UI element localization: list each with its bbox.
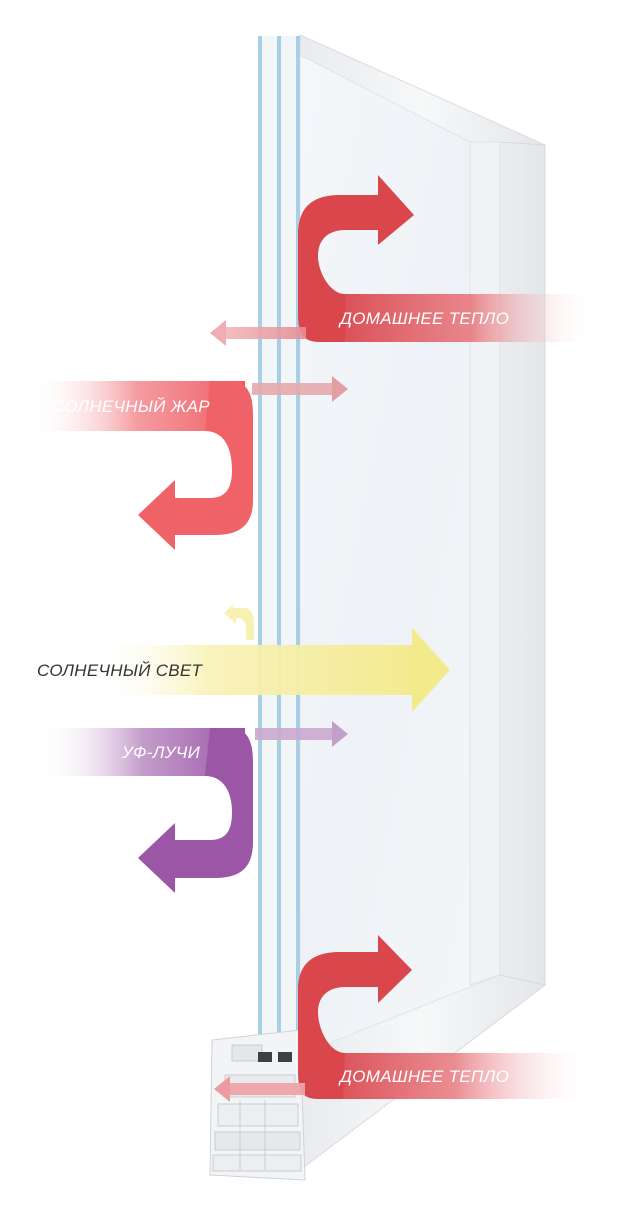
home-heat-bottom-arrow <box>298 935 593 1099</box>
sunlight-arrow <box>90 602 450 712</box>
uv-rays-label: УФ-ЛУЧИ <box>122 743 201 762</box>
solar-heat-label: СОЛНЕЧНЫЙ ЖАР <box>52 397 210 416</box>
home-heat-top-arrow <box>298 175 595 342</box>
solar-heat-arrow <box>30 381 253 550</box>
home-heat-bottom-label: ДОМАШНЕЕ ТЕПЛО <box>340 1067 510 1086</box>
reflected-heat-top-arrow <box>210 320 306 346</box>
home-heat-top-label: ДОМАШНЕЕ ТЕПЛО <box>340 309 510 328</box>
reflected-heat-bottom-arrow <box>214 1076 305 1102</box>
transmitted-heat-arrow <box>252 376 348 402</box>
pvc-profile-section <box>209 1029 306 1181</box>
sunlight-label: СОЛНЕЧНЫЙ СВЕТ <box>37 661 203 680</box>
uv-rays-arrow <box>40 728 253 893</box>
glass-panes <box>258 36 300 1056</box>
uv-rays-through-arrow <box>255 721 348 747</box>
